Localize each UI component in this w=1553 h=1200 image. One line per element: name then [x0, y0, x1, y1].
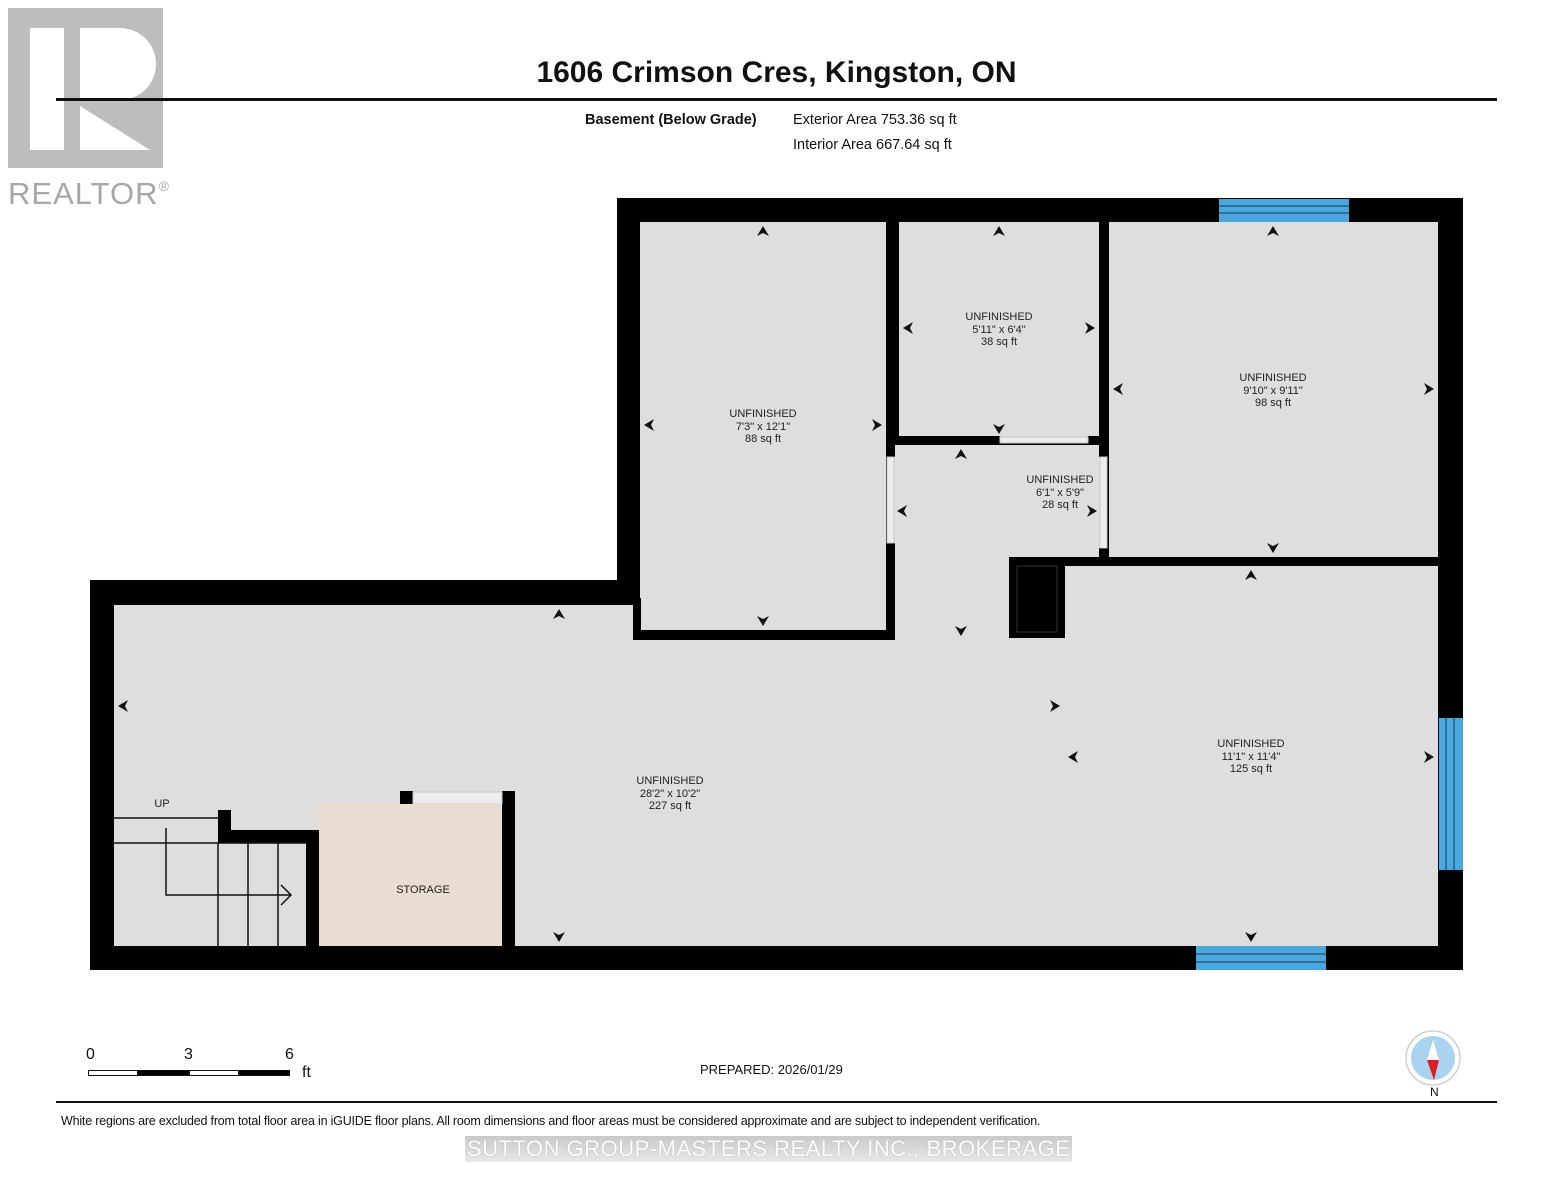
svg-text:UNFINISHED: UNFINISHED — [965, 311, 1032, 323]
footer-divider — [56, 1101, 1497, 1103]
exterior-area: Exterior Area 753.36 sq ft — [793, 112, 957, 128]
svg-text:5'11" x 6'4": 5'11" x 6'4" — [972, 324, 1025, 336]
room-227sqft: UNFINISHED 28'2" x 10'2" 227 sq ft — [636, 775, 703, 812]
room-125sqft: UNFINISHED 11'1" x 11'4" 125 sq ft — [1217, 738, 1284, 775]
svg-text:7'3" x 12'1": 7'3" x 12'1" — [736, 421, 790, 433]
svg-text:UNFINISHED: UNFINISHED — [729, 408, 796, 420]
svg-text:9'10" x 9'11": 9'10" x 9'11" — [1243, 385, 1303, 397]
room-38sqft: UNFINISHED 5'11" x 6'4" 38 sq ft — [965, 311, 1032, 348]
realtor-r-icon — [8, 8, 163, 168]
header-divider — [56, 98, 1497, 101]
compass-north-label: N — [1430, 1085, 1439, 1099]
svg-text:UNFINISHED: UNFINISHED — [636, 775, 703, 787]
scale-tick-6: 6 — [285, 1046, 294, 1063]
door-openings — [412, 436, 1108, 805]
storage-floor — [319, 804, 502, 946]
svg-text:28'2" x 10'2": 28'2" x 10'2" — [640, 788, 700, 800]
svg-text:38 sq ft: 38 sq ft — [981, 336, 1017, 348]
floor-level-label: Basement (Below Grade) — [585, 112, 757, 128]
stairs — [114, 817, 306, 946]
windows — [1196, 199, 1463, 970]
room-98sqft: UNFINISHED 9'10" x 9'11" 98 sq ft — [1239, 372, 1306, 409]
property-address-title: 1606 Crimson Cres, Kingston, ON — [536, 56, 1017, 89]
chimney-inner — [1016, 565, 1058, 633]
svg-text:UNFINISHED: UNFINISHED — [1217, 738, 1284, 750]
svg-text:88 sq ft: 88 sq ft — [745, 433, 781, 445]
svg-text:98 sq ft: 98 sq ft — [1255, 397, 1291, 409]
disclaimer-text: White regions are excluded from total fl… — [61, 1114, 1041, 1128]
svg-text:28 sq ft: 28 sq ft — [1042, 499, 1078, 511]
stairs-up-label: UP — [154, 798, 169, 810]
svg-text:11'1" x 11'4": 11'1" x 11'4" — [1222, 751, 1281, 763]
window-bottom — [1196, 946, 1326, 970]
svg-text:UNFINISHED: UNFINISHED — [1239, 372, 1306, 384]
interior-walls — [218, 222, 1438, 946]
prepared-date: PREPARED: 2026/01/29 — [700, 1062, 843, 1077]
brokerage-watermark: SUTTON GROUP-MASTERS REALTY INC., BROKER… — [465, 1136, 1073, 1162]
svg-text:227 sq ft: 227 sq ft — [649, 800, 691, 812]
realtor-wordmark: REALTOR® — [8, 176, 170, 211]
realtor-logo: REALTOR® — [8, 8, 178, 211]
svg-text:6'1" x 5'9": 6'1" x 5'9" — [1036, 487, 1084, 499]
scale-tick-0: 0 — [86, 1046, 95, 1063]
room-storage-label: STORAGE — [396, 884, 450, 896]
scale-unit: ft — [302, 1064, 311, 1081]
scale-tick-3: 3 — [184, 1046, 193, 1063]
svg-text:125 sq ft: 125 sq ft — [1230, 763, 1272, 775]
room-28sqft: UNFINISHED 6'1" x 5'9" 28 sq ft — [1026, 474, 1093, 511]
window-right — [1439, 718, 1463, 870]
room-88sqft: UNFINISHED 7'3" x 12'1" 88 sq ft — [729, 408, 796, 445]
svg-text:UNFINISHED: UNFINISHED — [1026, 474, 1093, 486]
compass-icon — [1405, 1030, 1461, 1086]
window-top — [1219, 199, 1349, 222]
interior-area: Interior Area 667.64 sq ft — [793, 137, 952, 153]
